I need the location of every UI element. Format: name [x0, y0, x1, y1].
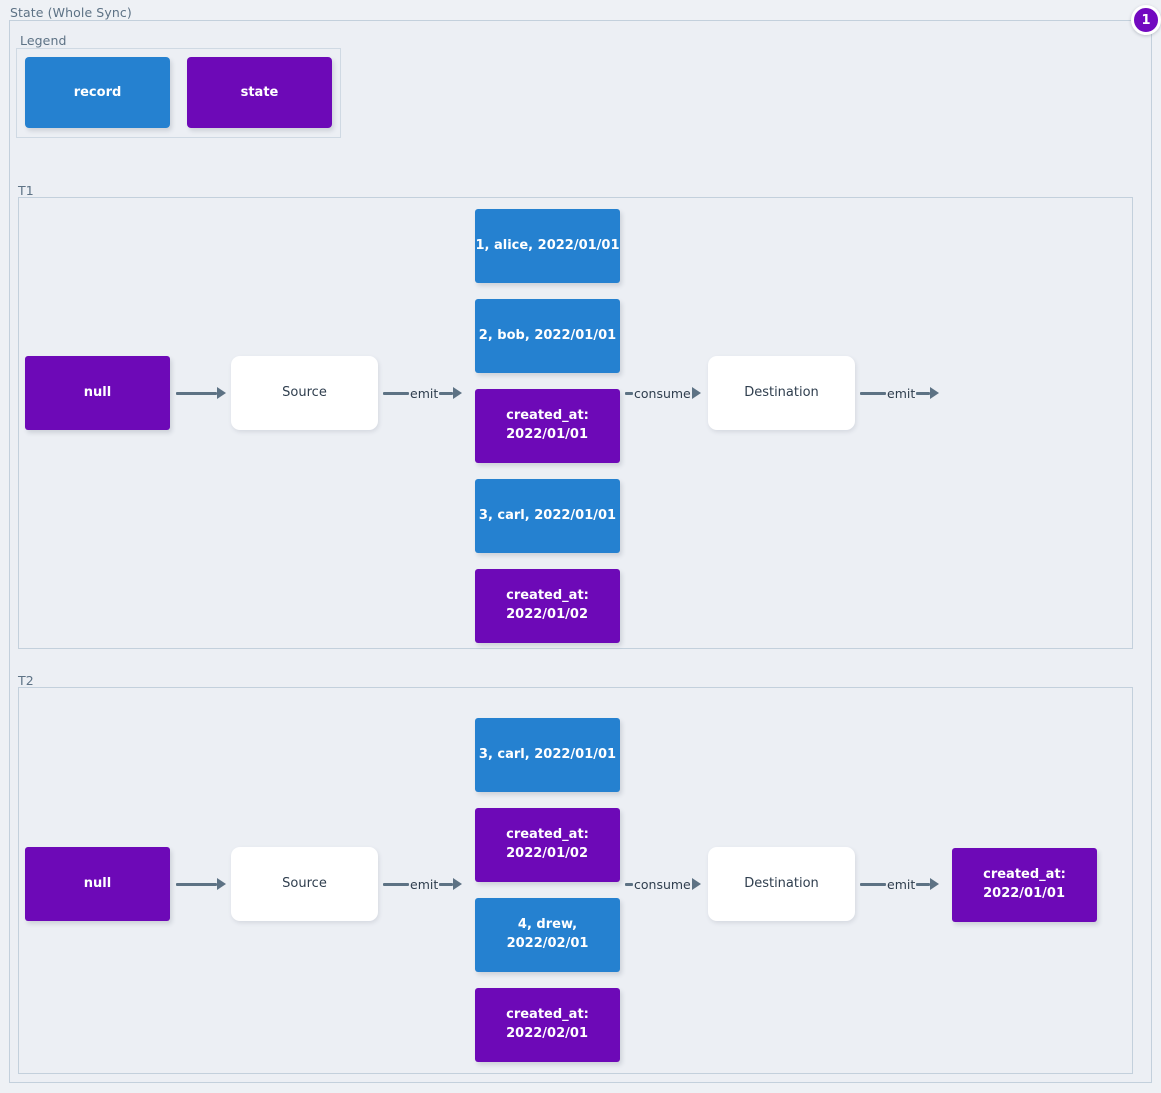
t1-initial-state-node: null [25, 356, 170, 430]
t2-emitted-state-1-line2: 2022/01/02 [506, 846, 588, 861]
t1-destination-label: Destination [744, 384, 819, 400]
t2-edge-destination-emit: emit [860, 872, 950, 896]
t2-emitted-state-2-line1: created_at: [506, 1007, 589, 1023]
status-badge[interactable]: 1 [1131, 5, 1161, 35]
t1-emitted-record-3: 3, carl, 2022/01/01 [475, 479, 620, 553]
t2-final-state-text: created_at: 2022/01/01 [983, 866, 1066, 904]
edge-line [176, 391, 217, 395]
t2-final-state-line1: created_at: [983, 867, 1066, 883]
t1-initial-state-label: null [83, 384, 112, 400]
t2-final-state-node: created_at: 2022/01/01 [952, 848, 1097, 922]
t2-emitted-state-1: created_at: 2022/01/02 [475, 808, 620, 882]
edge-line [916, 882, 931, 886]
t2-emitted-record-2-label: 4, drew, 2022/02/01 [506, 917, 589, 951]
t1-edge-consume: consume [625, 381, 707, 405]
t1-emitted-record-3-label: 3, carl, 2022/01/01 [478, 507, 617, 523]
legend-label-record: record [73, 85, 122, 100]
arrow-head-icon [930, 878, 940, 890]
t1-edge-label-emit-destination: emit [887, 385, 916, 401]
t1-source-label: Source [282, 384, 327, 400]
t1-edge-label-consume: consume [634, 385, 691, 401]
edge-line [439, 391, 454, 395]
edge-line [625, 391, 633, 395]
legend-swatch-record: record [25, 57, 170, 128]
edge-line [625, 882, 633, 886]
arrow-head-icon [217, 878, 226, 890]
group-label-t2: T2 [18, 673, 34, 688]
t2-destination-node: Destination [708, 847, 855, 921]
legend-swatch-state: state [187, 57, 332, 128]
t1-emitted-record-2-label: 2, bob, 2022/01/01 [478, 327, 617, 343]
edge-line [383, 882, 409, 886]
t2-edge-label-emit-source: emit [410, 876, 439, 892]
t2-edge-label-consume: consume [634, 876, 691, 892]
edge-line [860, 882, 886, 886]
t1-emitted-state-1-line1: created_at: [506, 408, 589, 424]
arrow-head-icon [691, 387, 701, 399]
t2-emitted-state-1-text: created_at: 2022/01/02 [506, 826, 589, 864]
t1-destination-node: Destination [708, 356, 855, 430]
t2-emitted-state-2: created_at: 2022/02/01 [475, 988, 620, 1062]
t1-emitted-state-1-text: created_at: 2022/01/01 [506, 407, 589, 445]
group-label-t1: T1 [18, 183, 34, 198]
t2-destination-label: Destination [744, 875, 819, 891]
t1-emitted-state-1-line2: 2022/01/01 [506, 427, 588, 442]
t1-emitted-record-2: 2, bob, 2022/01/01 [475, 299, 620, 373]
t2-emitted-state-2-text: created_at: 2022/02/01 [506, 1006, 589, 1044]
legend-label-state: state [240, 85, 279, 100]
t2-final-state-line2: 2022/01/01 [983, 886, 1065, 901]
t1-emitted-state-2-line2: 2022/01/02 [506, 607, 588, 622]
t1-emitted-record-1: 1, alice, 2022/01/01 [475, 209, 620, 283]
t1-emitted-record-1-label: 1, alice, 2022/01/01 [475, 237, 620, 253]
t2-edge-state-to-source [176, 872, 226, 896]
arrow-head-icon [453, 387, 463, 399]
t1-edge-destination-emit: emit [860, 381, 950, 405]
t2-source-label: Source [282, 875, 327, 891]
t1-edge-source-emit: emit [383, 381, 471, 405]
t1-source-node: Source [231, 356, 378, 430]
edge-line [176, 882, 217, 886]
t2-edge-consume: consume [625, 872, 707, 896]
t2-edge-source-emit: emit [383, 872, 471, 896]
t2-edge-label-emit-destination: emit [887, 876, 916, 892]
edge-line [916, 391, 931, 395]
arrow-head-icon [930, 387, 940, 399]
t2-emitted-record-1: 3, carl, 2022/01/01 [475, 718, 620, 792]
page-title: State (Whole Sync) [10, 5, 132, 20]
t1-emitted-state-2: created_at: 2022/01/02 [475, 569, 620, 643]
t1-edge-state-to-source [176, 381, 226, 405]
edge-line [383, 391, 409, 395]
t2-emitted-record-1-label: 3, carl, 2022/01/01 [478, 746, 617, 762]
arrow-head-icon [453, 878, 463, 890]
t1-emitted-state-2-line1: created_at: [506, 588, 589, 604]
edge-line [439, 882, 454, 886]
edge-line [860, 391, 886, 395]
t2-initial-state-node: null [25, 847, 170, 921]
t2-emitted-state-2-line2: 2022/02/01 [506, 1026, 588, 1041]
t2-initial-state-label: null [83, 875, 112, 891]
t1-edge-label-emit-source: emit [410, 385, 439, 401]
t2-emitted-record-2: 4, drew, 2022/02/01 [475, 898, 620, 972]
arrow-head-icon [691, 878, 701, 890]
legend-title: Legend [20, 33, 67, 48]
t1-emitted-state-2-text: created_at: 2022/01/02 [506, 587, 589, 625]
t2-emitted-state-1-line1: created_at: [506, 827, 589, 843]
arrow-head-icon [217, 387, 226, 399]
t2-source-node: Source [231, 847, 378, 921]
t1-emitted-state-1: created_at: 2022/01/01 [475, 389, 620, 463]
